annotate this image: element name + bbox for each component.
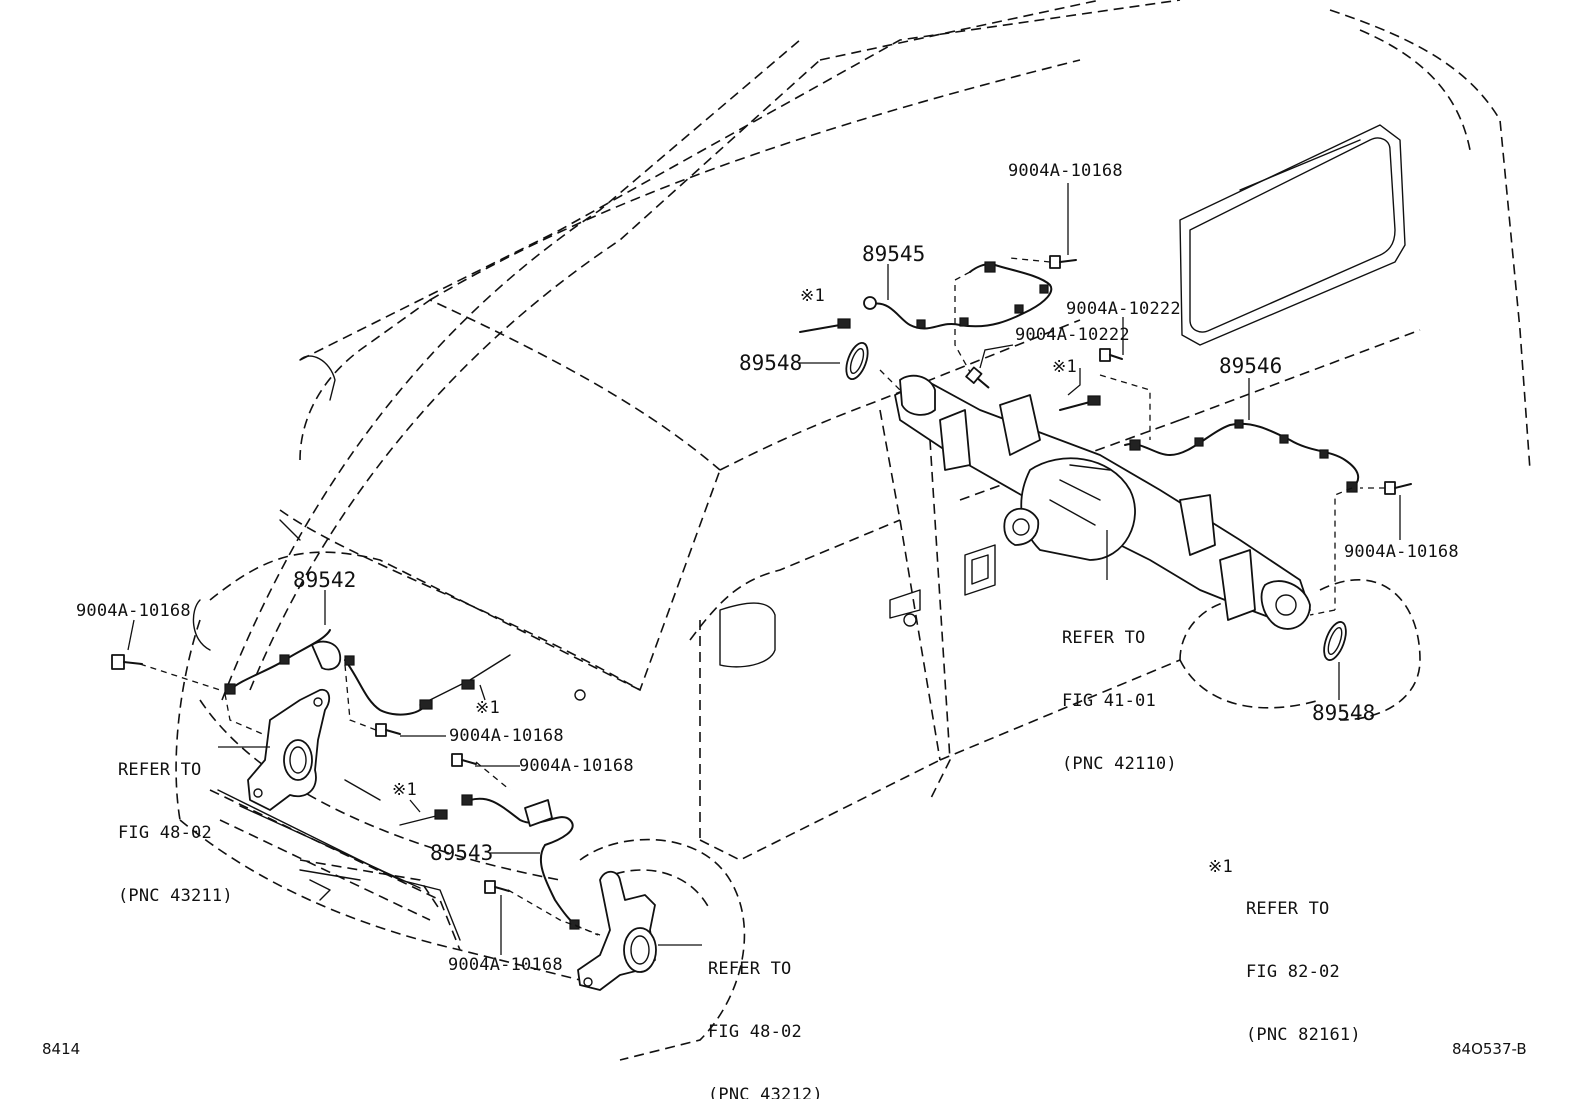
ref-rear-axle: REFER TO FIG 41-01 (PNC 42110) xyxy=(1062,586,1177,796)
ref-line: (PNC 43211) xyxy=(118,886,233,906)
sensor-89542 xyxy=(224,629,511,716)
bolt-icon xyxy=(1099,348,1123,362)
bolt-icon-group xyxy=(111,255,1412,894)
tone-ring-bottom xyxy=(1323,621,1347,661)
sensor-89543 xyxy=(399,794,580,930)
note-refer: REFER TO FIG 82-02 (PNC 82161) xyxy=(1246,857,1361,1067)
leader-lines xyxy=(127,183,1401,955)
ref-line: FIG 41-01 xyxy=(1062,691,1156,711)
label-note-ref-4: ※1 xyxy=(392,780,417,800)
label-bolt-10168-front-1: 9004A-10168 xyxy=(449,726,564,746)
ref-line: FIG 48-02 xyxy=(118,823,212,843)
bolt-icon xyxy=(484,880,510,894)
label-part-89545: 89545 xyxy=(862,242,926,266)
ref-line: (PNC 43212) xyxy=(708,1085,823,1099)
ref-knuckle-left: REFER TO FIG 48-02 (PNC 43211) xyxy=(118,718,233,928)
bolt-icon xyxy=(375,723,401,737)
label-part-89542: 89542 xyxy=(293,568,357,592)
label-part-89548-bottom: 89548 xyxy=(1312,701,1376,725)
footer-figure-code: 84O537-B xyxy=(1452,1040,1527,1058)
knuckle-right xyxy=(577,870,657,991)
label-note-ref-1: ※1 xyxy=(800,286,825,306)
knuckle-left xyxy=(247,688,331,811)
vehicle-outline xyxy=(175,0,1531,1061)
footer-page-code: 8414 xyxy=(42,1040,81,1058)
bolt-icon xyxy=(451,753,477,767)
assembly-lines xyxy=(139,257,1385,936)
label-bolt-10168-top: 9004A-10168 xyxy=(1008,161,1123,181)
note-mark: ※1 xyxy=(1208,857,1233,877)
label-part-89546: 89546 xyxy=(1219,354,1283,378)
ref-line: REFER TO xyxy=(1062,628,1146,648)
bolt-icon xyxy=(1384,481,1412,495)
label-bolt-10222-upper: 9004A-10222 xyxy=(1066,299,1181,319)
sensor-89546 xyxy=(1059,395,1360,493)
sensor-89545 xyxy=(799,261,1053,333)
label-note-ref-2: ※1 xyxy=(1052,357,1077,377)
ref-knuckle-right: REFER TO FIG 48-02 (PNC 43212) xyxy=(708,917,823,1099)
note-line: FIG 82-02 xyxy=(1246,962,1340,982)
label-part-89548-top: 89548 xyxy=(739,351,803,375)
ref-line: FIG 48-02 xyxy=(708,1022,802,1042)
label-bolt-10168-right: 9004A-10168 xyxy=(1344,542,1459,562)
note-line: REFER TO xyxy=(1246,899,1330,919)
label-bolt-10168-left: 9004A-10168 xyxy=(76,601,191,621)
ref-line: (PNC 42110) xyxy=(1062,754,1177,774)
tone-ring-top xyxy=(845,341,869,381)
ref-line: REFER TO xyxy=(118,760,202,780)
label-part-89543: 89543 xyxy=(430,841,494,865)
ref-line: REFER TO xyxy=(708,959,792,979)
label-bolt-10168-front-2: 9004A-10168 xyxy=(519,756,634,776)
label-bolt-10168-front-bottom: 9004A-10168 xyxy=(448,955,563,975)
label-note-ref-3: ※1 xyxy=(475,698,500,718)
note-line: (PNC 82161) xyxy=(1246,1025,1361,1045)
label-bolt-10222-lower: 9004A-10222 xyxy=(1015,325,1130,345)
bolt-icon xyxy=(111,654,143,670)
bolt-icon xyxy=(1049,255,1077,269)
